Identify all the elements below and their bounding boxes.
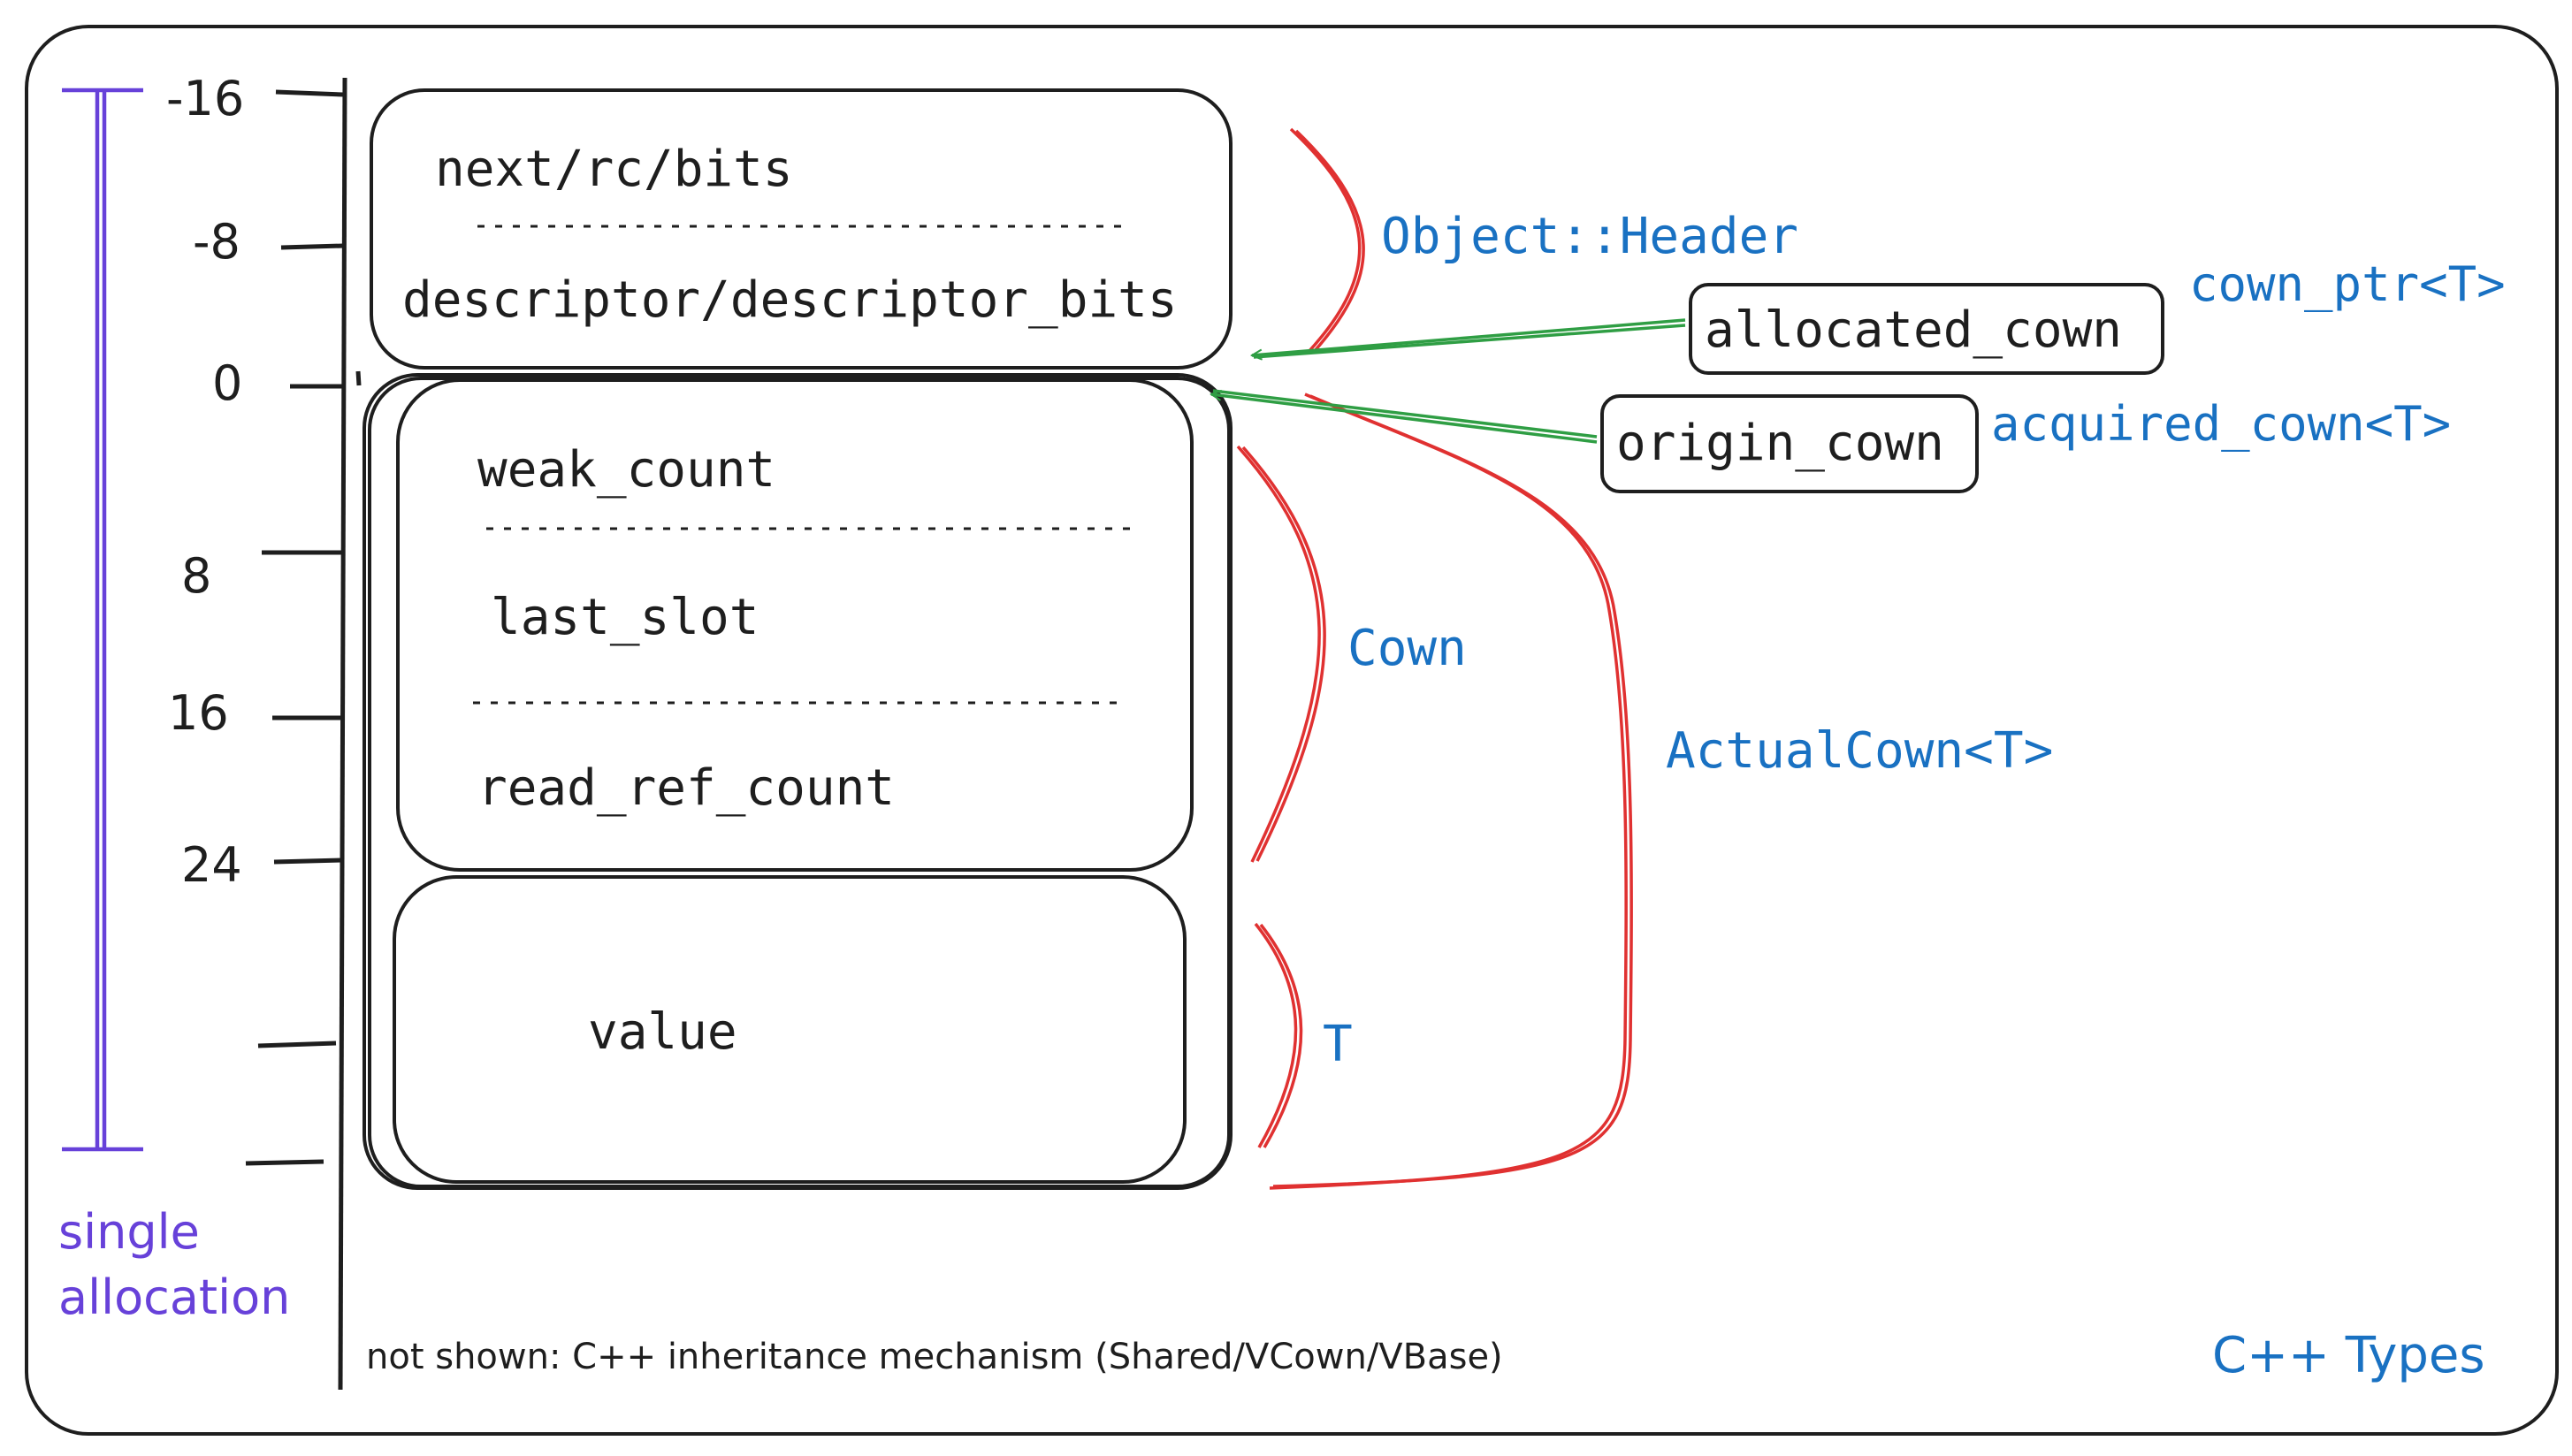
- t-type-label: T: [1323, 1016, 1353, 1073]
- origin-cown-box: [1600, 394, 1979, 493]
- tick-label: 0: [212, 355, 242, 411]
- value-field: value: [588, 1003, 737, 1061]
- allocated-cown-box: [1689, 283, 2164, 375]
- origin-cown-label: origin_cown: [1616, 415, 1944, 472]
- object-header-box: [370, 88, 1233, 370]
- cown-field-weak-count: weak_count: [477, 441, 775, 499]
- origin-cown-arrow: [1211, 394, 1598, 444]
- cown-box: [396, 378, 1194, 872]
- allocation-label-line1: single: [58, 1204, 200, 1260]
- object-header-brace: [1289, 127, 1362, 354]
- object-header-brace: [1294, 129, 1365, 354]
- cown-brace: [1241, 446, 1326, 862]
- tick-label: 16: [168, 685, 229, 741]
- allocated-cown-arrow: [1252, 318, 1686, 355]
- header-field-descriptor: descriptor/descriptor_bits: [402, 271, 1178, 329]
- value-box: [393, 875, 1187, 1184]
- tick-label: 8: [181, 548, 211, 604]
- object-header-type-label: Object::Header: [1381, 208, 1798, 265]
- header-field-next-rc-bits: next/rc/bits: [435, 141, 793, 198]
- tick-label: 24: [181, 837, 242, 893]
- tick-label: -8: [193, 214, 240, 270]
- allocation-label-line2: allocation: [58, 1269, 290, 1325]
- t-brace: [1259, 923, 1303, 1148]
- allocated-cown-arrow: [1253, 324, 1686, 359]
- footnote: not shown: C++ inheritance mechanism (Sh…: [366, 1337, 1503, 1377]
- origin-cown-arrow: [1212, 389, 1598, 438]
- allocated-cown-label: allocated_cown: [1705, 301, 2122, 359]
- outer-frame: [25, 25, 2559, 1436]
- axis-ticks: [245, 89, 362, 1166]
- tick-label: -16: [166, 71, 244, 126]
- t-brace: [1254, 922, 1298, 1148]
- offset-axis: [338, 77, 347, 1391]
- cown-ptr-type-label: cown_ptr<T>: [2189, 256, 2506, 312]
- cpp-types-label: C++ Types: [2212, 1327, 2485, 1384]
- acquired-cown-type-label: acquired_cown<T>: [1991, 396, 2451, 452]
- cown-field-read-ref-count: read_ref_count: [477, 759, 895, 817]
- cown-type-label: Cown: [1347, 620, 1467, 677]
- actual-cown-brace: [1272, 394, 1633, 1188]
- actual-cown-type-label: ActualCown<T>: [1666, 722, 2053, 780]
- cown-brace: [1236, 445, 1321, 863]
- cown-field-last-slot: last_slot: [491, 589, 759, 646]
- single-allocation-bar: [62, 88, 143, 1152]
